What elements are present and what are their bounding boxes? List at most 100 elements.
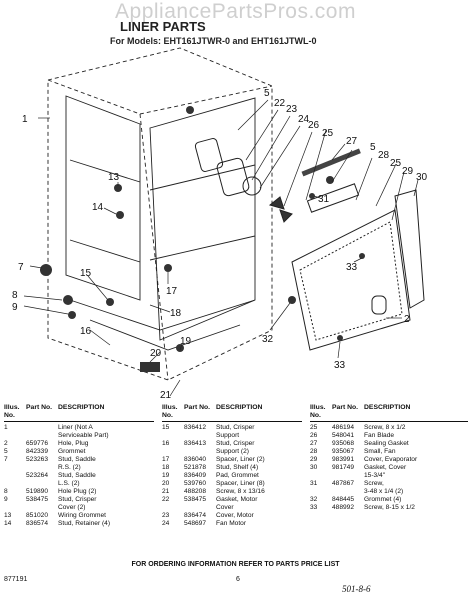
cell-part — [184, 504, 216, 512]
cell-part — [332, 488, 364, 496]
cell-description: L.S. (2) — [58, 480, 80, 487]
sealing-gasket — [301, 148, 361, 177]
cell-part: 548697 — [184, 520, 207, 527]
cell-description: Spacer, Liner (8) — [216, 480, 265, 487]
cell-part: 842339 — [26, 448, 49, 455]
cell-description: Stud, Shelf (4) — [216, 464, 259, 471]
cell-description: 3-48 x 1/4 (2) — [364, 488, 404, 495]
cell-description: Cover — [216, 504, 234, 511]
cell-part — [184, 432, 216, 440]
cell-part: 538475 — [184, 496, 207, 503]
header-part: Part No. — [26, 404, 53, 411]
cell-description: Support (2) — [216, 448, 249, 455]
leader-lines — [23, 99, 419, 397]
callout-c7: 7 — [18, 262, 24, 273]
cell-description: Serviceable Part) — [58, 432, 109, 439]
cell-description: Support — [216, 432, 240, 439]
watermark: AppliancePartsPros.com — [115, 0, 356, 23]
cell-part: 836574 — [26, 520, 49, 527]
cell-illus — [4, 464, 26, 472]
cell-description: Gasket, Cover — [364, 464, 407, 471]
cell-description: Stud, Saddle — [58, 472, 96, 479]
table-row: R.S. (2) — [4, 464, 154, 472]
cell-illus: 28 — [310, 448, 318, 455]
callout-c2: 2 — [404, 314, 410, 325]
callout-c5a: 5 — [264, 88, 270, 99]
cell-part: 848445 — [332, 496, 355, 503]
table-row: Support (2) — [162, 448, 302, 456]
cell-illus: 33 — [310, 504, 318, 511]
cell-part: 851020 — [26, 512, 49, 519]
cell-illus: 9 — [4, 496, 8, 503]
table-header: Illus. No.Part No.DESCRIPTION — [4, 404, 154, 422]
cell-illus: 17 — [162, 456, 170, 463]
cell-part: 836412 — [184, 424, 207, 431]
cell-illus — [4, 480, 26, 488]
header-part: Part No. — [332, 404, 359, 411]
table-row: Cover — [162, 504, 302, 512]
callout-c9: 9 — [12, 302, 18, 313]
cell-part: 836474 — [184, 512, 207, 519]
header-illus: Illus. No. — [162, 404, 178, 419]
cell-description: Screw, 8 x 13/16 — [216, 488, 265, 495]
table-header: Illus. No.Part No.DESCRIPTION — [310, 404, 468, 422]
callout-c30: 30 — [416, 172, 428, 183]
cell-description: Stud, Crisper — [216, 424, 255, 431]
table-row: L.S. (2) — [4, 480, 154, 488]
callout-c24: 24 — [298, 114, 310, 125]
callout-c31: 31 — [318, 194, 330, 205]
cell-illus: 21 — [162, 488, 170, 495]
cell-description: Small, Fan — [364, 448, 396, 455]
cell-part: 548041 — [332, 432, 355, 439]
cell-description: Fan Blade — [364, 432, 395, 439]
table-row: 15-3/4" — [310, 472, 468, 480]
callout-c17: 17 — [166, 286, 178, 297]
callout-c26: 26 — [308, 120, 320, 131]
header-illus: Illus. No. — [310, 404, 326, 419]
cell-part: 486194 — [332, 424, 355, 431]
handwritten-note: 501-8-6 — [342, 584, 371, 594]
cell-part: 935067 — [332, 448, 355, 455]
cell-description: Stud, Saddle — [58, 456, 96, 463]
cell-description: Screw, 8 x 1/2 — [364, 424, 406, 431]
cell-illus: 8 — [4, 488, 8, 495]
header-description: DESCRIPTION — [58, 404, 105, 411]
cell-part: 487867 — [332, 480, 355, 487]
cell-description: Screw, — [364, 480, 384, 487]
cell-part: 659776 — [26, 440, 49, 447]
cell-part — [26, 480, 58, 488]
callout-c19: 19 — [180, 336, 192, 347]
model-numbers: For Models: EHT161JTWR-0 and EHT161JTWL-… — [110, 36, 317, 46]
callout-c27: 27 — [346, 136, 358, 147]
callout-c5b: 5 — [370, 142, 376, 153]
cell-illus: 2 — [4, 440, 8, 447]
callout-c33a: 33 — [346, 262, 358, 273]
table-row: Support — [162, 432, 302, 440]
evaporator-cover — [291, 189, 425, 351]
cell-description: Hole Plug (2) — [58, 488, 97, 495]
liner-body — [47, 47, 273, 381]
cell-part: 981749 — [332, 464, 355, 471]
cell-part — [26, 432, 58, 440]
cell-description: Pad, Grommet — [216, 472, 259, 479]
cell-illus: 13 — [4, 512, 12, 519]
cell-illus — [4, 472, 26, 480]
cell-description: 15-3/4" — [364, 472, 386, 479]
